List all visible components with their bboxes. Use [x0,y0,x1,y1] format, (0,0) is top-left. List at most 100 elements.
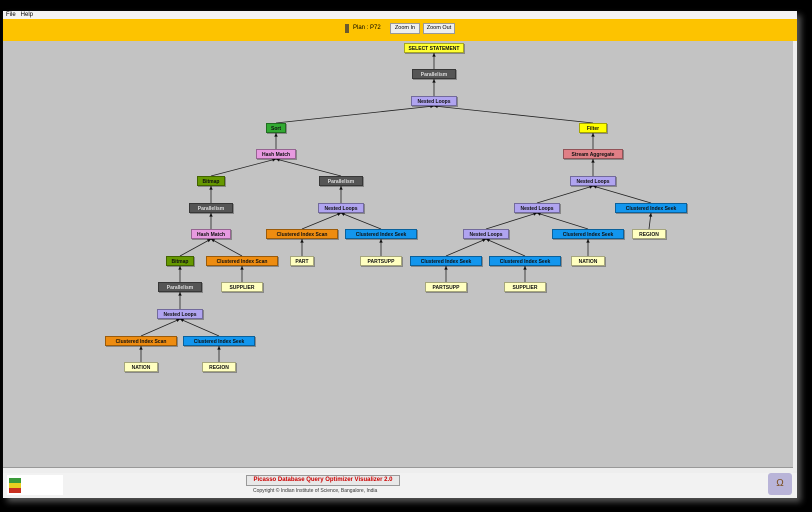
plan-node-partsupp[interactable]: PARTSUPP [425,282,467,292]
menu-file[interactable]: File [6,12,16,18]
plan-edge [433,105,594,124]
plan-node-hash-match[interactable]: Hash Match [256,149,296,159]
arrowhead-icon [240,266,244,270]
toolbar: Plan : P72 Zoom In Zoom Out [3,19,797,41]
plan-node-clustered-index-seek[interactable]: Clustered Index Seek [183,336,255,346]
dsl-logo-icon [9,478,21,493]
arrowhead-icon [589,185,593,189]
plan-node-clustered-index-seek[interactable]: Clustered Index Seek [489,256,561,266]
app-window: File Help Plan : P72 Zoom In Zoom Out SEL… [3,11,797,498]
plan-edge [210,158,277,177]
arrowhead-icon [537,212,541,216]
plan-node-region[interactable]: REGION [202,362,236,372]
arrowhead-icon [176,318,180,323]
arrowhead-icon [648,213,653,217]
plan-edge [210,238,243,257]
arrowhead-icon [339,186,343,190]
arrowhead-icon [209,213,213,217]
plan-node-nation[interactable]: NATION [124,362,158,372]
arrowhead-icon [217,346,221,350]
plan-node-nested-loops[interactable]: Nested Loops [156,309,204,319]
plan-node-partsupp[interactable]: PARTSUPP [360,256,402,266]
iisc-logo-icon: Ω [768,473,792,495]
menu-help[interactable]: Help [20,12,34,18]
arrowhead-icon [341,212,345,216]
arrowhead-icon [178,266,182,270]
plan-node-clustered-index-seek[interactable]: Clustered Index Seek [552,229,624,239]
plan-node-sort[interactable]: Sort [265,123,287,133]
plan-tree-edges [139,53,653,362]
plan-node-hash-match[interactable]: Hash Match [191,229,231,239]
plan-node-region[interactable]: REGION [632,229,666,239]
plan-node-stream-aggregate[interactable]: Stream Aggregate [563,149,623,159]
arrowhead-icon [486,238,490,243]
plan-node-parallelism[interactable]: Parallelism [412,69,456,79]
arrowhead-icon [272,158,276,162]
arrowhead-icon [432,79,436,83]
plan-edge [485,212,538,230]
plan-node-clustered-index-seek[interactable]: Clustered Index Seek [615,203,687,213]
arrowhead-icon [139,346,143,350]
plan-node-clustered-index-scan[interactable]: Clustered Index Scan [206,256,278,266]
arrowhead-icon [444,266,448,270]
arrowhead-icon [586,239,590,243]
plan-label: Plan : P72 [353,25,381,31]
plan-edge [275,158,342,177]
arrowhead-icon [523,266,527,270]
plan-node-supplier[interactable]: SUPPLIER [221,282,263,292]
arrowhead-icon [178,292,182,296]
plan-node-bitmap[interactable]: Bitmap [197,176,225,186]
app-title-button[interactable]: Picasso Database Query Optimizer Visuali… [246,475,400,486]
arrowhead-icon [591,159,595,163]
plan-node-parallelism[interactable]: Parallelism [319,176,363,186]
plan-node-nested-loops[interactable]: Nested Loops [317,203,365,213]
plan-node-nested-loops[interactable]: Nested Loops [462,229,510,239]
plan-edge [140,318,181,337]
plan-edge [592,185,652,204]
plan-edge [536,212,589,230]
arrowhead-icon [276,158,280,162]
arrowhead-icon [337,212,341,216]
plan-node-clustered-index-scan[interactable]: Clustered Index Scan [105,336,177,346]
plan-color-swatch [345,24,349,33]
plan-edge [445,238,487,257]
arrowhead-icon [180,318,184,323]
plan-node-supplier[interactable]: SUPPLIER [504,282,546,292]
arrowhead-icon [209,186,213,190]
plan-node-select-statement[interactable]: SELECT STATEMENT [404,43,464,53]
plan-node-clustered-index-seek[interactable]: Clustered Index Seek [345,229,417,239]
plan-node-clustered-index-seek[interactable]: Clustered Index Seek [410,256,482,266]
plan-node-part[interactable]: PART [289,256,315,266]
plan-node-nested-loops[interactable]: Nested Loops [410,96,458,106]
plan-node-filter[interactable]: Filter [579,123,607,133]
plan-edge [275,105,435,124]
arrowhead-icon [482,238,486,243]
plan-node-nested-loops[interactable]: Nested Loops [569,176,617,186]
plan-edge [301,212,342,230]
plan-node-bitmap[interactable]: Bitmap [166,256,194,266]
arrowhead-icon [593,185,597,189]
plan-edge [179,238,212,257]
plan-node-clustered-index-scan[interactable]: Clustered Index Scan [266,229,338,239]
plan-node-parallelism[interactable]: Parallelism [189,203,233,213]
vertical-scrollbar[interactable] [793,41,797,471]
plan-indicator: Plan : P72 [345,24,381,33]
footer: Picasso Database Query Optimizer Visuali… [3,473,797,498]
plan-edge [536,185,594,204]
arrowhead-icon [207,239,211,243]
plan-edge [179,318,220,337]
plan-node-parallelism[interactable]: Parallelism [158,282,202,292]
plan-edge [485,238,526,257]
zoom-out-button[interactable]: Zoom Out [423,23,455,34]
arrowhead-icon [533,212,537,216]
zoom-in-button[interactable]: Zoom In [390,23,420,34]
arrowhead-icon [211,239,215,243]
arrowhead-icon [432,53,436,57]
copyright-text: Copyright © Indian Institute of Science,… [253,488,378,494]
arrowhead-icon [591,133,595,137]
plan-node-nation[interactable]: NATION [571,256,605,266]
horizontal-scrollbar[interactable] [3,467,793,473]
arrowhead-icon [379,239,383,243]
plan-node-nested-loops[interactable]: Nested Loops [513,203,561,213]
